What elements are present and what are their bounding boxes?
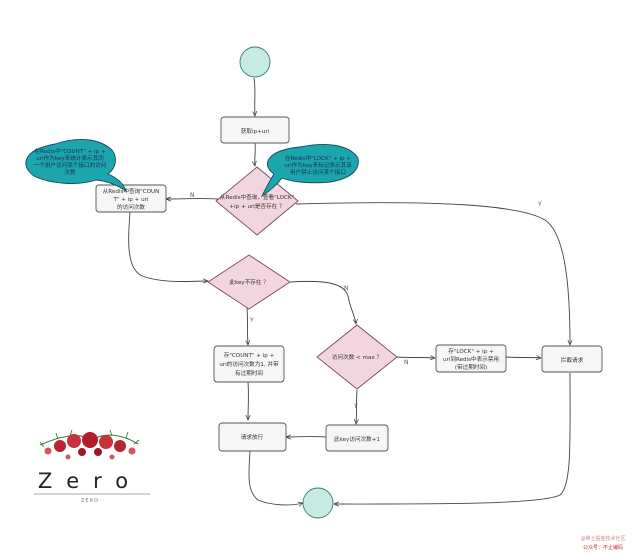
count-note-line-1: 在Redis中"COUNT" + ip +	[34, 147, 106, 155]
query-count-label-line-2: T" + ip + uri	[113, 197, 149, 203]
store-count-step: 存"COUNT" + ip + uri的访问次数为1, 并带 有过期时间	[213, 345, 285, 383]
edge-label-lock-yes: Y	[537, 201, 542, 208]
edge-label-missing-yes: Y	[249, 317, 254, 324]
edge-label-lock-no: N	[190, 192, 195, 199]
count-note-line-4: 次数	[64, 168, 76, 176]
rose-garland-icon	[39, 429, 140, 460]
start-node	[239, 46, 271, 78]
edge-query-to-missing	[128, 211, 208, 282]
logo-subtext: ZERO	[81, 498, 99, 504]
store-count-label-line-1: 存"COUNT" + ip +	[224, 351, 275, 359]
edge-allow-to-end	[248, 450, 303, 505]
lock-note-line-3: 用户禁止访问某个接口	[290, 168, 346, 176]
compare-max-label: 访问次数 < max ？	[332, 353, 382, 361]
edge-compare-no-to-store-lock	[396, 357, 435, 358]
zero-logo: Zero ZERO	[34, 429, 150, 504]
watermark-line-2: 公众号：不止编码	[583, 544, 623, 551]
edge-compare-yes-to-increment	[356, 389, 357, 424]
edge-label-max-yes: Y	[353, 403, 358, 410]
query-count-step: 从Redis中查询"COUN T" + ip + uri 的访问次数	[95, 184, 167, 213]
compare-max-decision: 访问次数 < max ？	[316, 324, 398, 390]
reject-label: 拦截请求	[561, 356, 584, 364]
allow-label: 请求放行	[241, 433, 264, 441]
lock-note-line-2: uri作为key来标记表示其该	[284, 161, 352, 169]
edges	[128, 77, 571, 505]
watermark-line-1: @稀土掘金技术社区	[580, 535, 625, 542]
edge-label-missing-no: N	[344, 285, 349, 292]
check-lock-decision: 从Redis中查询，查看"LOCK" +ip + uri是否存在 ？	[215, 166, 299, 236]
get-ip-uri-step: 获取ip+uri	[220, 116, 290, 144]
query-count-label-line-3: 的访问次数	[117, 203, 145, 211]
allow-step: 请求放行	[218, 422, 287, 452]
increment-step: 此key访问次数+1	[325, 424, 389, 452]
edge-label-max-no: N	[404, 359, 409, 366]
lock-note-line-1: 在Redis中"LOCK" + ip +	[285, 154, 351, 162]
lock-note-callout: 在Redis中"LOCK" + ip + uri作为key来标记表示其该 用户禁…	[260, 144, 359, 198]
edge-store-lock-to-reject	[505, 357, 541, 358]
check-lock-label-line-1: 从Redis中查询，查看"LOCK"	[220, 193, 295, 201]
count-note-line-3: 一个用户访问某个接口的访问	[34, 161, 107, 169]
edge-get-ip-to-check-lock	[255, 142, 256, 166]
logo-title: Zero	[38, 469, 142, 493]
get-ip-uri-label: 获取ip+uri	[241, 127, 270, 135]
store-lock-step: 存"LOCK" + ip + uri到Redis中表示禁用 (带过期时间)	[435, 344, 507, 373]
edge-missing-no-to-compare	[289, 280, 356, 324]
store-lock-label-line-2: uri到Redis中表示禁用	[443, 355, 499, 363]
edge-missing-yes-to-store-count	[247, 307, 248, 345]
store-count-label-line-3: 有过期时间	[235, 369, 263, 377]
reject-step: 拦截请求	[541, 345, 603, 373]
count-note-line-2: uri作为key来统计表示其同	[36, 154, 104, 162]
key-missing-decision: 此key不存在 ？	[207, 254, 291, 310]
store-lock-label-line-1: 存"LOCK" + ip +	[448, 347, 494, 355]
query-count-label-line-1: 从Redis中查询"COUN	[103, 187, 160, 195]
increment-label: 此key访问次数+1	[334, 435, 380, 443]
end-node	[302, 487, 334, 519]
count-note-callout: 在Redis中"COUNT" + ip + uri作为key来统计表示其同 一个…	[25, 139, 127, 193]
edge-reject-to-end	[334, 372, 571, 504]
edge-start-to-get-ip	[254, 77, 255, 116]
check-lock-label-line-2: +ip + uri是否存在 ？	[229, 202, 284, 210]
store-lock-label-line-3: (带过期时间)	[455, 363, 487, 371]
store-count-label-line-2: uri的访问次数为1, 并带	[219, 360, 279, 368]
edge-lock-yes-to-reject	[295, 202, 570, 345]
key-missing-label: 此key不存在 ？	[229, 278, 269, 286]
